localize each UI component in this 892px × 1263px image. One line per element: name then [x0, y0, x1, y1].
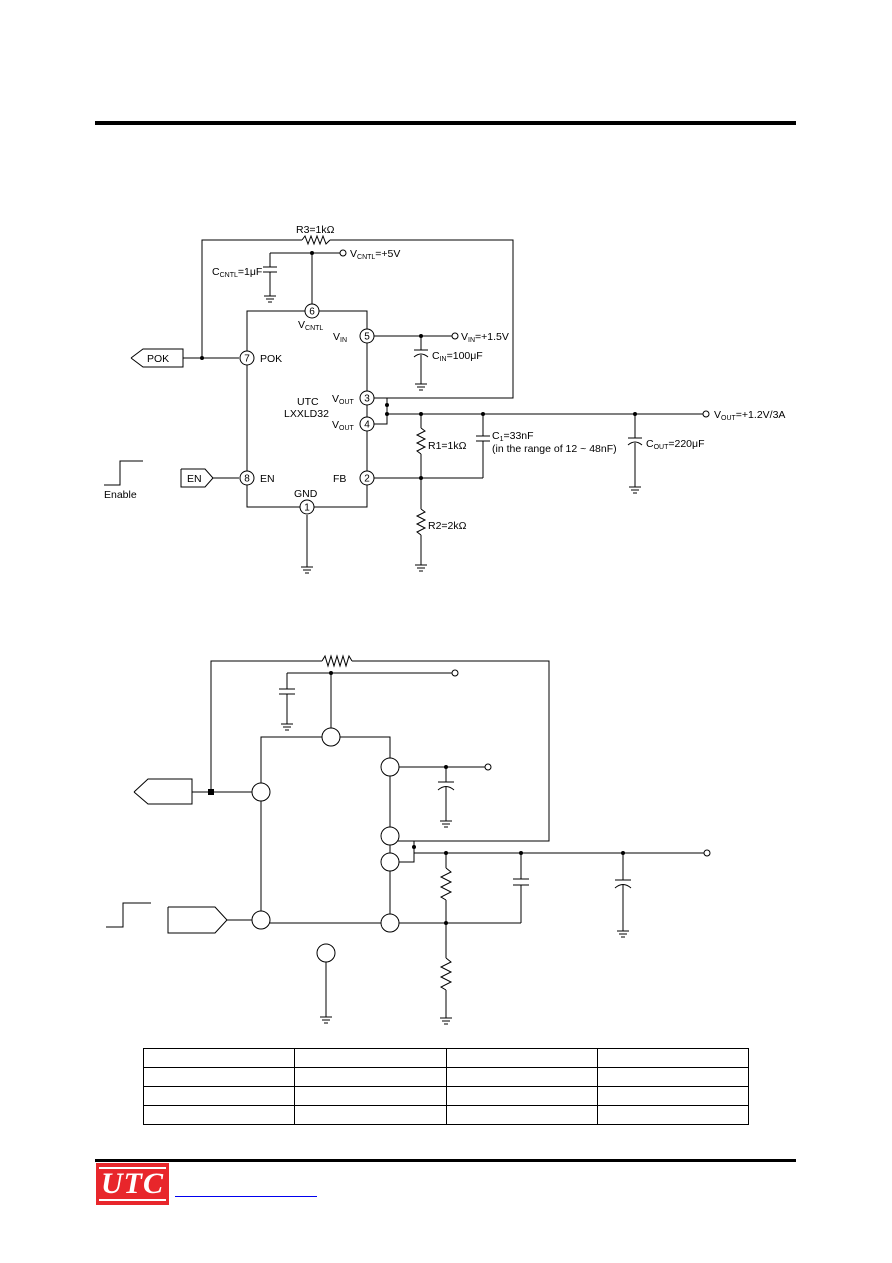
cin-label: CIN=100μF [432, 350, 483, 363]
ic-body-2 [260, 736, 391, 924]
pok-tag-label: POK [147, 353, 169, 365]
c1-label: C1=33nF [492, 430, 534, 443]
vin-terminal-2 [484, 763, 492, 771]
utc-logo: UTC [96, 1163, 169, 1205]
vcntl-label: VCNTL=+5V [350, 248, 400, 261]
en-tag-label: EN [187, 473, 202, 485]
pin-6-number: 6 [309, 307, 315, 318]
pin-pok-2 [251, 782, 271, 802]
r3-resistor-1 [301, 234, 331, 246]
r3-label: R3=1kΩ [296, 224, 335, 236]
pin-4-number: 4 [364, 420, 370, 431]
pin-2-1 [359, 470, 375, 486]
pin-7-number: 7 [244, 354, 250, 365]
table-row [142, 1086, 750, 1106]
pin-vout-a-2 [380, 826, 400, 846]
vout-pin-b-label: VOUT [332, 419, 355, 432]
pin-vout-b-2 [380, 852, 400, 872]
enable-step-1 [104, 460, 143, 486]
circuit-1-junctions [200, 251, 637, 480]
pin-en-2 [251, 910, 271, 930]
gnd-pin-label: GND [294, 488, 318, 500]
fb-pin-label: FB [333, 473, 346, 485]
enable-step-2 [106, 902, 151, 928]
pin-5-1 [359, 328, 375, 344]
header-rule [95, 121, 796, 125]
pin-3-1 [359, 390, 375, 406]
pin-8-number: 8 [244, 474, 250, 485]
en-pin-label: EN [260, 473, 275, 485]
chip-name-line2: LXXLD32 [284, 408, 329, 420]
vout-pin-a-label: VOUT [332, 393, 355, 406]
table-row [142, 1067, 750, 1087]
en-tag-2 [167, 906, 228, 934]
circuit-1-labels: R3=1kΩ CCNTL=1μF VCNTL=+5V VCNTL VIN VIN… [104, 224, 785, 532]
pin-vin-2 [380, 757, 400, 777]
circuit-1-wires [104, 234, 710, 574]
table-row [142, 1105, 750, 1125]
website-link[interactable] [175, 1182, 317, 1197]
vin-label: VIN=+1.5V [461, 331, 509, 344]
vin-pin-label: VIN [333, 331, 347, 344]
footer-rule [95, 1159, 796, 1162]
pin-fb-2 [380, 913, 400, 933]
vcntl-terminal-2 [451, 669, 459, 677]
pin-1-1 [299, 499, 315, 515]
pin-7-1 [239, 350, 255, 366]
pin-5-number: 5 [364, 332, 370, 343]
circuit-2-wires [106, 654, 711, 1025]
pin-3-number: 3 [364, 394, 370, 405]
cout-label: COUT=220μF [646, 438, 705, 451]
pin-6-1 [304, 303, 320, 319]
pin-1-number: 1 [304, 503, 310, 514]
vout-terminal-2 [703, 849, 711, 857]
pin-2-number: 2 [364, 474, 370, 485]
en-tag-1 [180, 468, 214, 488]
vout-label: VOUT=+1.2V/3A [714, 409, 785, 422]
pin-8-1 [239, 470, 255, 486]
vcntl-pin-label: VCNTL [298, 319, 323, 332]
vout-terminal-1 [702, 410, 710, 418]
pin-top-2 [321, 727, 341, 747]
pin-gnd-2 [316, 943, 336, 963]
chip-name-line1: UTC [297, 396, 319, 408]
pok-tag-2 [133, 778, 193, 805]
ccntl-label: CCNTL=1μF [212, 266, 262, 279]
vcntl-terminal-1 [339, 249, 347, 257]
resistor-top-2 [321, 654, 353, 668]
pin-4-1 [359, 416, 375, 432]
r1-label: R1=1kΩ [428, 440, 467, 452]
blank-table [142, 1048, 750, 1125]
enable-label: Enable [104, 489, 137, 501]
utc-logo-text: UTC [99, 1167, 166, 1201]
table-row [142, 1048, 750, 1068]
circuit-2-junctions [208, 671, 625, 925]
vin-terminal-1 [451, 332, 459, 340]
pok-pin-label: POK [260, 353, 282, 365]
c1-range-label: (in the range of 12 ~ 48nF) [492, 443, 617, 455]
r2-label: R2=2kΩ [428, 520, 467, 532]
